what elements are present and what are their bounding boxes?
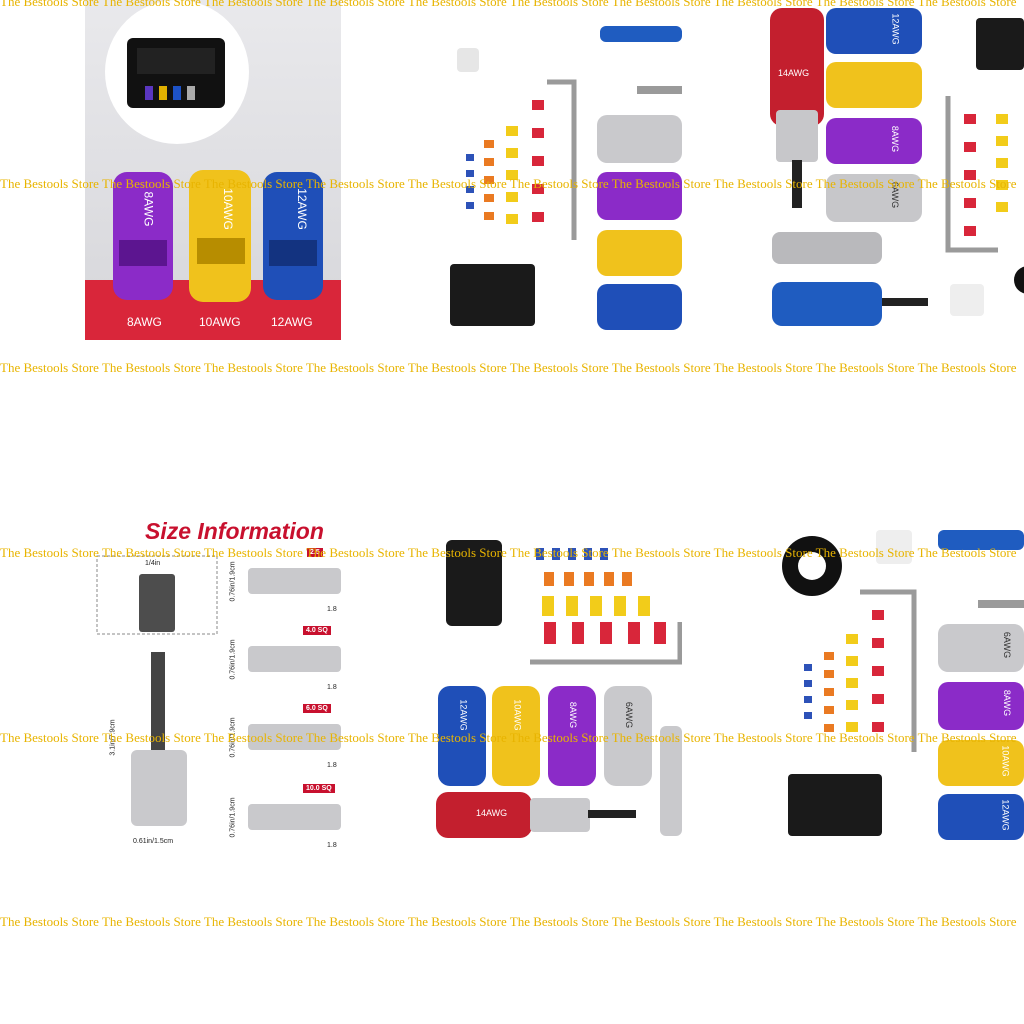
dim-3: 0.76in/1.9cm bbox=[229, 717, 237, 758]
tag-3: 6.0 SQ bbox=[303, 704, 331, 713]
panel-kit-contents bbox=[432, 0, 682, 340]
short-4: 1.8 bbox=[327, 842, 337, 849]
label-12awg: 12AWG bbox=[271, 315, 313, 329]
watermark-text: The Bestools Store bbox=[407, 914, 510, 929]
watermark-text: The Bestools Store bbox=[815, 914, 918, 929]
blue-stripper bbox=[263, 172, 323, 300]
watermark-text: The Bestools Store bbox=[305, 360, 408, 375]
size-title: Size Information bbox=[145, 518, 324, 544]
label-10awg: 10AWG bbox=[1000, 745, 1011, 777]
label-12awg: 12AWG bbox=[458, 699, 469, 731]
watermark-text: The Bestools Store bbox=[611, 360, 714, 375]
panel3-illustration bbox=[770, 8, 1024, 326]
tool-width: 0.61in/1.5cm bbox=[133, 838, 174, 845]
label-6awg: 6AWG bbox=[624, 701, 635, 729]
panel-size-information: Size Information 1/4in 3.1in/7.9cm 0.61i… bbox=[85, 512, 341, 852]
panel1-illustration bbox=[85, 0, 341, 340]
panel4-illustration bbox=[96, 555, 341, 830]
dim-4: 0.76in/1.9cm bbox=[229, 797, 237, 838]
cap-8awg: 8AWG bbox=[141, 191, 156, 227]
watermark-text: The Bestools Store bbox=[407, 360, 510, 375]
watermark-text: The Bestools Store bbox=[0, 360, 102, 375]
watermark-text: The Bestools Store bbox=[917, 914, 1017, 929]
hex-size: 1/4in bbox=[145, 560, 161, 567]
watermark-text: The Bestools Store bbox=[0, 914, 102, 929]
panel-product-colors: 8AWG 10AWG 12AWG 8AWG 10AWG 12AWG bbox=[85, 0, 341, 340]
watermark-row: The Bestools Store The Bestools Store Th… bbox=[0, 914, 1024, 930]
watermark-text: The Bestools Store bbox=[509, 360, 612, 375]
short-3: 1.8 bbox=[327, 762, 337, 769]
dim-2: 0.76in/1.9cm bbox=[229, 639, 237, 680]
label-8awg: 8AWG bbox=[1002, 689, 1013, 717]
label-12awg: 12AWG bbox=[1000, 799, 1011, 831]
tag-4: 10.0 SQ bbox=[303, 784, 335, 793]
label-10awg: 10AWG bbox=[512, 699, 523, 731]
label-14awg: 14AWG bbox=[476, 808, 508, 818]
panel6-illustration bbox=[782, 530, 1024, 840]
dim-1: 0.76in/1.9cm bbox=[229, 561, 237, 602]
cap-10awg: 10AWG bbox=[220, 188, 235, 230]
label-6awg: 6AWG bbox=[1002, 631, 1013, 659]
label-12awg: 12AWG bbox=[890, 13, 901, 45]
tool-length: 3.1in/7.9cm bbox=[109, 719, 117, 756]
watermark-text: The Bestools Store bbox=[815, 360, 918, 375]
panel-full-kit: 12AWG 10AWG 8AWG 6AWG 14AWG bbox=[432, 512, 682, 852]
watermark-text: The Bestools Store bbox=[611, 914, 714, 929]
cap-12awg: 12AWG bbox=[294, 188, 309, 230]
watermark-text: The Bestools Store bbox=[713, 360, 816, 375]
watermark-text: The Bestools Store bbox=[509, 914, 612, 929]
watermark-text: The Bestools Store bbox=[203, 914, 306, 929]
short-2: 1.8 bbox=[327, 684, 337, 691]
tag-2: 4.0 SQ bbox=[303, 626, 331, 635]
short-1: 1.8 bbox=[327, 606, 337, 613]
tag-1: 2.5 bbox=[307, 548, 323, 557]
watermark-text: The Bestools Store bbox=[101, 360, 204, 375]
label-14awg: 14AWG bbox=[778, 68, 810, 78]
watermark-text: The Bestools Store bbox=[713, 914, 816, 929]
watermark-text: The Bestools Store bbox=[101, 914, 204, 929]
watermark-row: The Bestools Store The Bestools Store Th… bbox=[0, 360, 1024, 376]
panel-stripper-set: 14AWG 12AWG 8AWG 6AWG bbox=[768, 0, 1024, 340]
purple-stripper bbox=[113, 172, 173, 300]
label-6awg: 6AWG bbox=[890, 181, 901, 209]
watermark-text: The Bestools Store bbox=[203, 360, 306, 375]
yellow-stripper bbox=[189, 170, 251, 302]
watermark-text: The Bestools Store bbox=[305, 914, 408, 929]
panel2-illustration bbox=[450, 26, 682, 330]
label-8awg: 8AWG bbox=[127, 315, 162, 329]
label-8awg: 8AWG bbox=[568, 701, 579, 729]
label-10awg: 10AWG bbox=[199, 315, 241, 329]
watermark-text: The Bestools Store bbox=[917, 360, 1017, 375]
label-8awg: 8AWG bbox=[890, 125, 901, 153]
panel5-illustration bbox=[436, 540, 682, 838]
panel-accessories: 6AWG 8AWG 10AWG 12AWG bbox=[768, 512, 1024, 852]
